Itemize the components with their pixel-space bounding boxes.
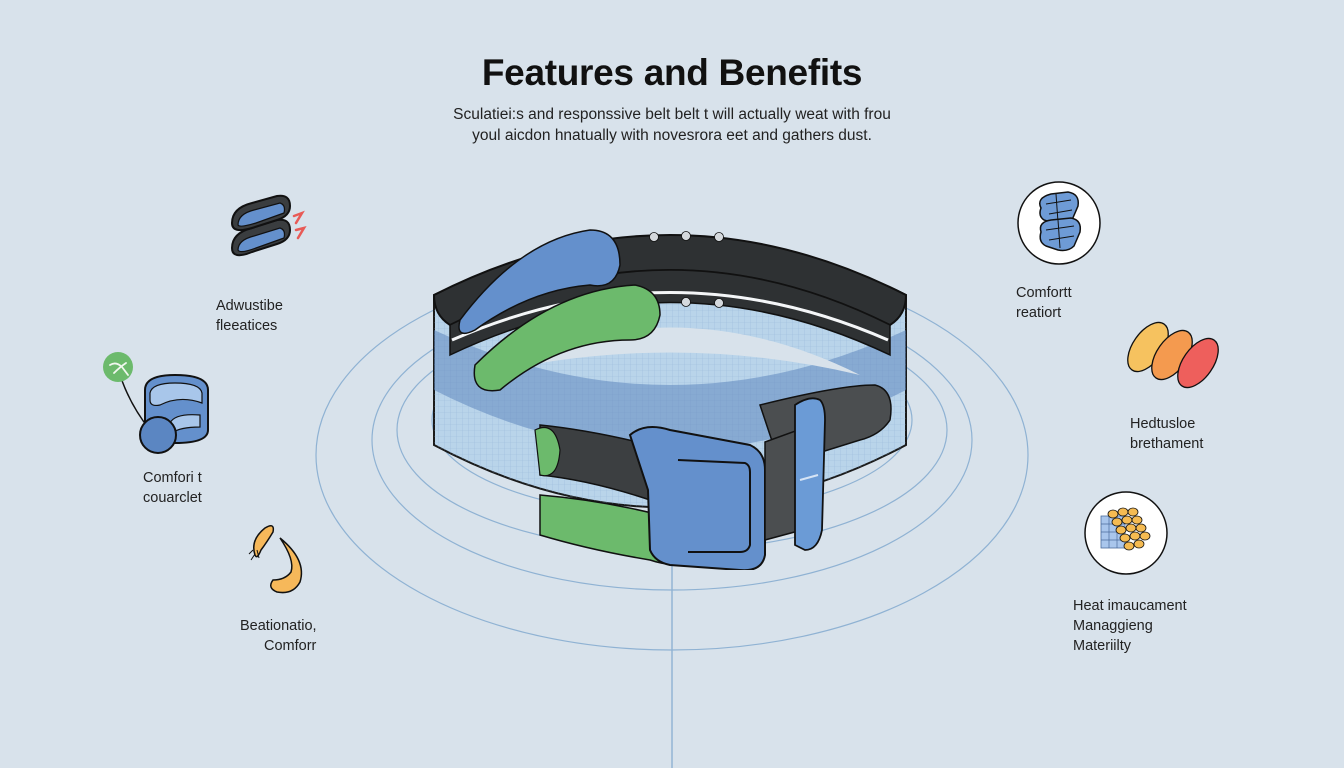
feature-label-comfort-cuff: Comfori t couarclet bbox=[143, 470, 202, 506]
feature-label-comfort-padding: Comfortt reatiort bbox=[1016, 285, 1072, 321]
adjustable-strap-icon bbox=[230, 194, 307, 257]
feature-label-adjustable: Adwustibe fleeatices bbox=[216, 298, 283, 334]
page-title: Features and Benefits bbox=[481, 52, 863, 93]
heat-discs-icon bbox=[1127, 321, 1219, 389]
feature-label-heat-management: Heat imaucament Managgieng Materiilty bbox=[1073, 598, 1187, 654]
subtitle-line-1: Sculatiei:s and responssive belt belt t … bbox=[453, 106, 891, 123]
padded-cushion-icon bbox=[1017, 181, 1101, 265]
material-mesh-icon bbox=[1084, 491, 1168, 575]
subtitle-line-2: youl aicdon hnatually with novesrora eet… bbox=[472, 127, 872, 144]
comfort-cuff-icon bbox=[103, 352, 209, 454]
feature-label-heat-breathable: Hedtusloe brethament bbox=[1130, 416, 1204, 452]
breathable-curl-icon bbox=[248, 525, 303, 594]
page-subtitle: Sculatiei:s and responssive belt belt t … bbox=[0, 104, 1344, 146]
feature-label-breathable: Beationatio, Comforr bbox=[240, 618, 317, 654]
belt-illustration bbox=[432, 229, 908, 570]
